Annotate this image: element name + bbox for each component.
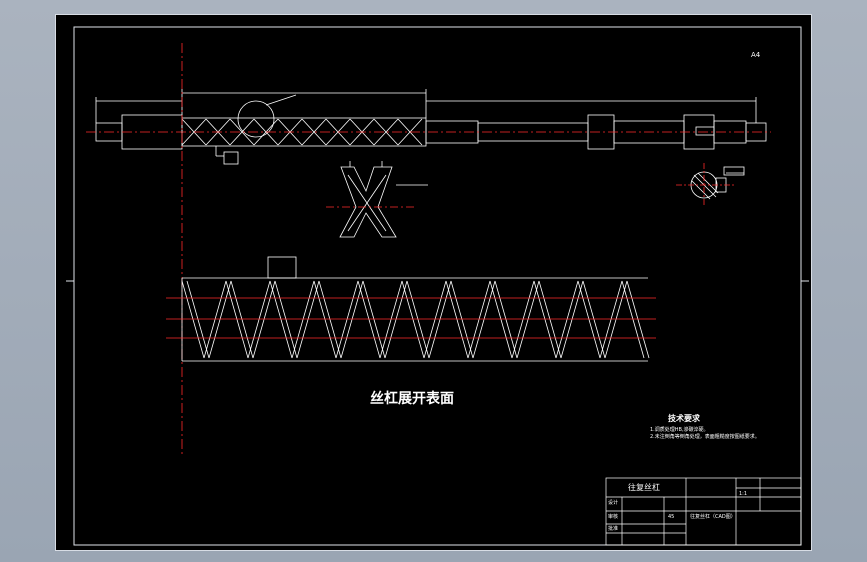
title-scale: 1:1 — [739, 491, 747, 497]
thread-stroke — [373, 118, 399, 146]
groove-line — [335, 280, 359, 359]
title-row-design: 设计 — [608, 499, 618, 506]
groove-line — [560, 280, 584, 359]
groove-line — [489, 280, 513, 359]
developed-surface — [181, 256, 648, 362]
groove-line — [467, 280, 491, 359]
groove-line — [225, 280, 249, 359]
groove-line — [406, 280, 430, 359]
groove-line — [577, 280, 601, 359]
thread-stroke — [301, 118, 327, 146]
groove-line — [599, 280, 623, 359]
groove-line — [318, 280, 342, 359]
groove-line — [511, 280, 535, 359]
title-block — [605, 477, 802, 546]
requirement-2: 2.未注倒角等倒角处理，表面粗糙度按图纸要求。 — [650, 433, 760, 440]
groove-line — [423, 280, 447, 359]
groove-line — [181, 280, 205, 359]
groove-line — [208, 280, 232, 359]
groove-line — [472, 280, 496, 359]
groove-line — [379, 280, 403, 359]
groove-line — [291, 280, 315, 359]
groove-line — [555, 280, 579, 359]
title-note: 往复丝杠（CAD图） — [690, 513, 736, 520]
thread-stroke — [229, 118, 255, 146]
groove-line — [450, 280, 474, 359]
groove-line — [626, 280, 650, 359]
groove-line — [384, 280, 408, 359]
groove-line — [274, 280, 298, 359]
drawing-sheet: A4 — [55, 14, 812, 551]
title-part-name: 往复丝杠 — [628, 482, 660, 492]
groove-line — [203, 280, 227, 359]
groove-line — [247, 280, 271, 359]
groove-line — [186, 280, 210, 359]
developed-surface-title: 丝杠展开表面 — [370, 390, 454, 407]
groove-line — [533, 280, 557, 359]
groove-line — [230, 280, 254, 359]
groove-line — [340, 280, 364, 359]
groove-line — [357, 280, 381, 359]
title-row-approve: 批准 — [608, 525, 618, 532]
groove-line — [313, 280, 337, 359]
requirements-title: 技术要求 — [668, 413, 701, 423]
groove-line — [621, 280, 645, 359]
groove-line — [428, 280, 452, 359]
requirement-1: 1.调质处理HB,渗碳淬硬。 — [650, 426, 709, 433]
groove-line — [401, 280, 425, 359]
inner-frame — [73, 26, 802, 546]
groove-line — [538, 280, 562, 359]
groove-line — [494, 280, 518, 359]
groove-line — [582, 280, 606, 359]
groove-line — [269, 280, 293, 359]
groove-line — [604, 280, 628, 359]
groove-line — [296, 280, 320, 359]
cross-section — [690, 166, 745, 200]
groove-line — [252, 280, 276, 359]
groove-line — [445, 280, 469, 359]
title-material: 45 — [668, 514, 674, 520]
title-row-review: 审核 — [608, 513, 618, 520]
sheet-tag: A4 — [751, 51, 761, 59]
cad-drawing: A4 — [66, 26, 809, 546]
shaft-main-view — [95, 89, 767, 165]
groove-line — [516, 280, 540, 359]
groove-line — [362, 280, 386, 359]
thread-profile-detail — [339, 161, 428, 238]
developed-groove-zigzag — [181, 280, 650, 359]
